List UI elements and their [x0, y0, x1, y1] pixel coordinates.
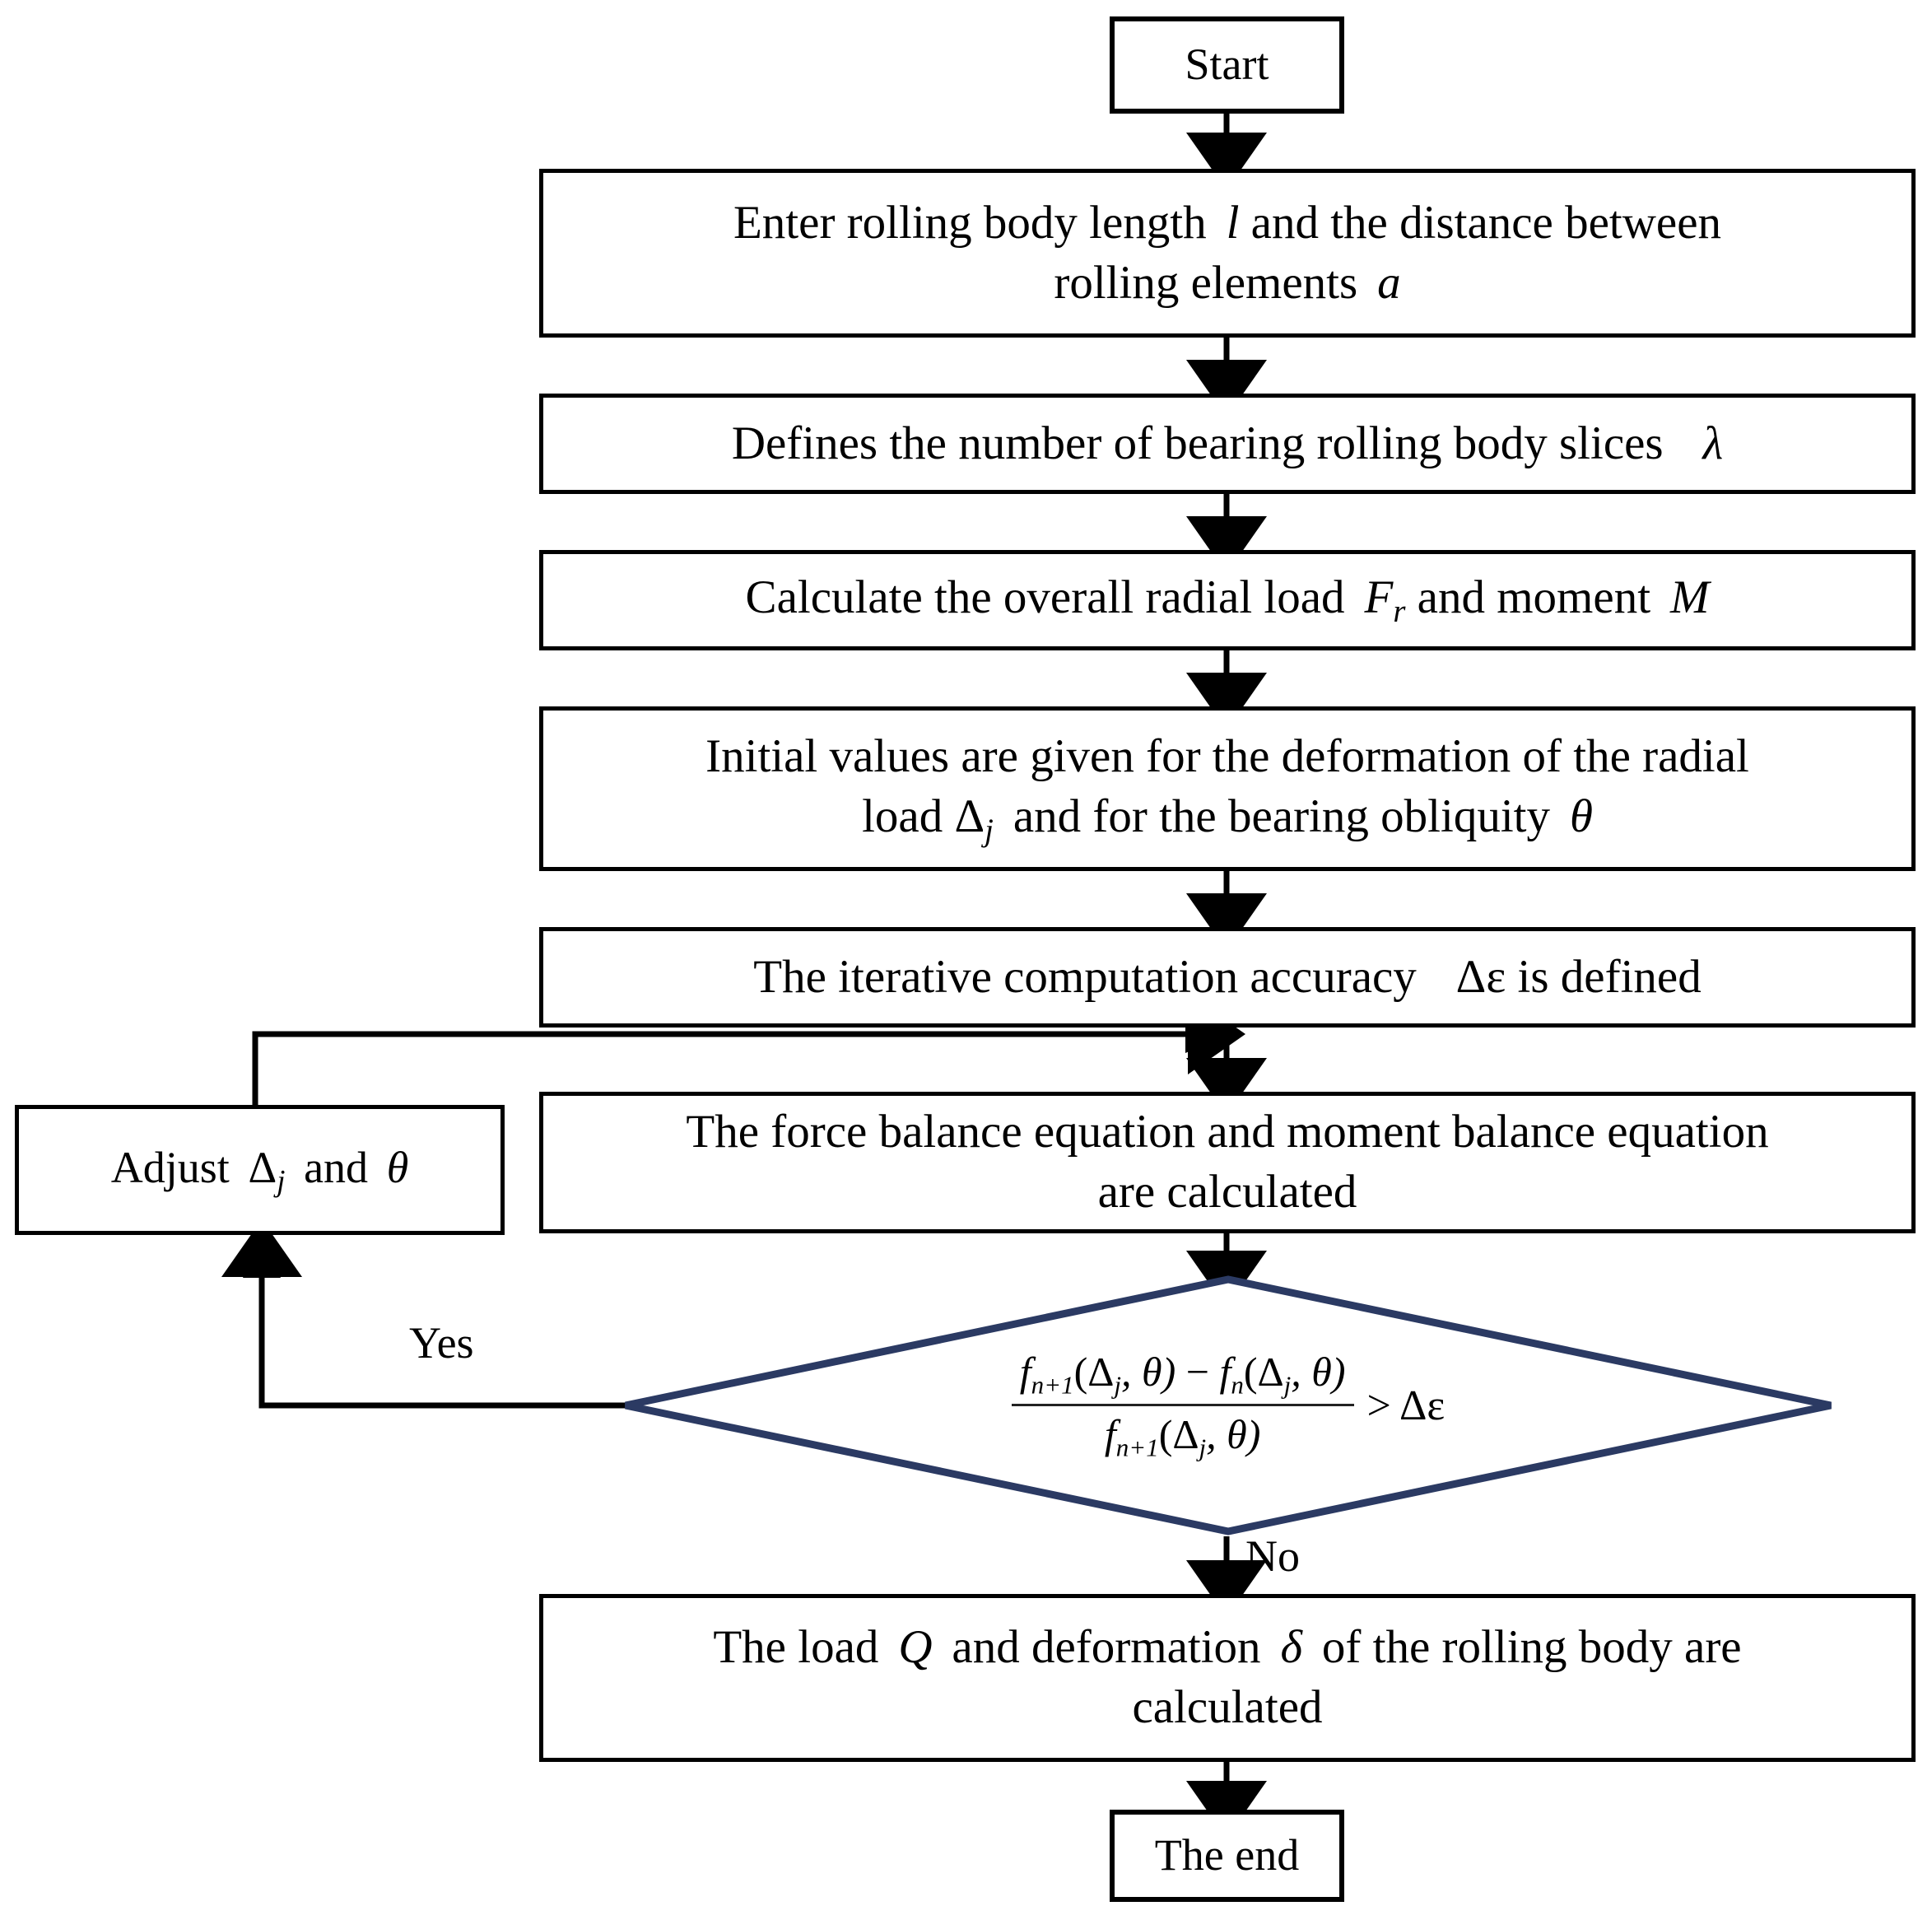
num-args1-sub: j: [1114, 1370, 1122, 1400]
node-convergence-check[interactable]: fn+1(Δj, θ) − fn(Δj, θ) fn+1(Δj, θ) > Δε: [621, 1275, 1836, 1536]
input-dim-line2a: rolling elements: [1054, 256, 1358, 309]
den-f-sub: n+1: [1115, 1432, 1159, 1461]
initial-values-line2b: and for the bearing obliquity: [1013, 790, 1550, 842]
calc-load-text-a: Calculate the overall radial load: [745, 571, 1345, 624]
calc-load-text-b: and moment: [1417, 571, 1651, 624]
num-args2: (Δ: [1243, 1349, 1284, 1396]
den-args-tail: , θ): [1206, 1410, 1261, 1457]
node-calc-load-moment-label: Calculate the overall radial load Fr and …: [724, 568, 1731, 631]
node-accuracy[interactable]: The iterative computation accuracy Δε is …: [539, 927, 1916, 1028]
num-f1-sub: n+1: [1031, 1370, 1074, 1400]
node-start[interactable]: Start: [1110, 16, 1344, 114]
adjust-text-a: Adjust: [110, 1143, 230, 1193]
edge-label-yes: Yes: [409, 1318, 474, 1368]
calc-load-var-F-sub: r: [1393, 594, 1406, 630]
result-line2: calculated: [1132, 1681, 1323, 1733]
accuracy-var-depsilon: Δε: [1455, 950, 1506, 1003]
result-var-Q: Q: [898, 1621, 933, 1674]
node-end[interactable]: The end: [1110, 1810, 1344, 1902]
node-balance-equations-label: The force balance equation and moment ba…: [664, 1102, 1790, 1223]
node-initial-values[interactable]: Initial values are given for the deforma…: [539, 706, 1916, 871]
node-accuracy-label: The iterative computation accuracy Δε is …: [732, 948, 1722, 1008]
num-minus: −: [1185, 1349, 1209, 1396]
convergence-denominator: fn+1(Δj, θ): [1096, 1406, 1269, 1462]
num-f2: f: [1219, 1349, 1231, 1396]
node-start-label: Start: [1185, 40, 1269, 90]
yes-arrowhead: [243, 1235, 281, 1278]
adjust-var-delta: Δ: [248, 1143, 277, 1193]
num-args2-tail: , θ): [1291, 1349, 1346, 1396]
input-dim-line1a: Enter rolling body length: [733, 196, 1207, 249]
num-f2-sub: n: [1231, 1370, 1244, 1400]
initial-values-var-delta: Δ: [954, 790, 985, 842]
balance-line1: The force balance equation and moment ba…: [686, 1106, 1769, 1158]
result-line1b: and deformation: [952, 1621, 1261, 1674]
initial-values-line1: Initial values are given for the deforma…: [705, 729, 1749, 782]
num-args1-tail: , θ): [1121, 1349, 1176, 1396]
node-input-dimensions-label: Enter rolling body length l and the dista…: [712, 193, 1743, 314]
adjust-text-b: and: [304, 1143, 369, 1193]
edge-label-no: No: [1245, 1531, 1300, 1581]
balance-line2: are calculated: [1097, 1166, 1357, 1218]
result-line1a: The load: [713, 1621, 879, 1674]
result-var-delta: δ: [1280, 1621, 1302, 1674]
den-args: (Δ: [1158, 1410, 1199, 1457]
node-input-dimensions[interactable]: Enter rolling body length l and the dista…: [539, 169, 1916, 338]
calc-load-var-F: F: [1364, 571, 1394, 624]
adjust-var-delta-sub: j: [277, 1163, 286, 1198]
convergence-fraction: fn+1(Δj, θ) − fn(Δj, θ) fn+1(Δj, θ): [1011, 1349, 1354, 1462]
den-args-sub: j: [1199, 1432, 1207, 1461]
input-dim-var-l: l: [1226, 196, 1240, 249]
define-slices-var-lambda: λ: [1702, 417, 1724, 469]
convergence-comparison: > Δε: [1366, 1382, 1446, 1429]
node-calc-load-moment[interactable]: Calculate the overall radial load Fr and …: [539, 550, 1916, 650]
initial-values-var-delta-sub: j: [985, 812, 994, 848]
convergence-numerator: fn+1(Δj, θ) − fn(Δj, θ): [1011, 1349, 1354, 1406]
den-f: f: [1104, 1410, 1116, 1457]
initial-values-var-theta: θ: [1569, 790, 1593, 842]
node-end-label: The end: [1154, 1830, 1300, 1880]
accuracy-text-b: is defined: [1517, 950, 1702, 1003]
result-line1c: of the rolling body are: [1321, 1621, 1742, 1674]
convergence-formula: fn+1(Δj, θ) − fn(Δj, θ) fn+1(Δj, θ) > Δε: [621, 1275, 1836, 1536]
num-f1: f: [1019, 1349, 1031, 1396]
num-args2-sub: j: [1283, 1370, 1292, 1400]
accuracy-text-a: The iterative computation accuracy: [753, 950, 1417, 1003]
adjust-var-theta: θ: [386, 1143, 409, 1193]
node-define-slices[interactable]: Defines the number of bearing rolling bo…: [539, 394, 1916, 494]
initial-values-line2a: load: [862, 790, 943, 842]
node-balance-equations[interactable]: The force balance equation and moment ba…: [539, 1092, 1916, 1233]
define-slices-text: Defines the number of bearing rolling bo…: [731, 417, 1664, 469]
node-define-slices-label: Defines the number of bearing rolling bo…: [710, 414, 1744, 474]
calc-load-var-M: M: [1669, 571, 1710, 624]
num-args1: (Δ: [1073, 1349, 1115, 1396]
node-initial-values-label: Initial values are given for the deforma…: [684, 727, 1771, 850]
input-dim-var-a: a: [1377, 256, 1401, 309]
input-dim-line1b: and the distance between: [1250, 196, 1722, 249]
